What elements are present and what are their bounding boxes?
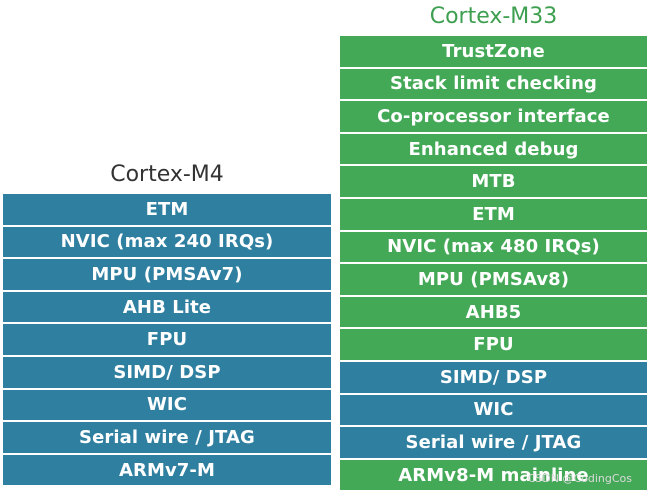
feature-block: ARMv7-M	[3, 454, 331, 486]
feature-block: Serial wire / JTAG	[3, 422, 331, 453]
feature-block: ETM	[3, 194, 331, 225]
feature-block: FPU	[3, 324, 331, 355]
feature-block: TrustZone	[340, 36, 647, 67]
feature-block: AHB5	[340, 296, 647, 328]
feature-block: NVIC (max 480 IRQs)	[340, 231, 647, 263]
feature-block: MPU (PMSAv7)	[3, 259, 331, 290]
feature-block: FPU	[340, 329, 647, 360]
cortex-m4-title: Cortex-M4	[110, 162, 224, 187]
feature-block: SIMD/ DSP	[340, 361, 647, 393]
feature-block: Co-processor interface	[340, 101, 647, 132]
watermark: CSDN @CodingCos	[527, 472, 632, 485]
feature-block: MTB	[340, 166, 647, 197]
feature-block: MPU (PMSAv8)	[340, 264, 647, 295]
cortex-m33-title: Cortex-M33	[429, 4, 558, 29]
feature-block: WIC	[3, 389, 331, 421]
feature-block: Serial wire / JTAG	[340, 427, 647, 458]
feature-block: Enhanced debug	[340, 133, 647, 165]
feature-block: AHB Lite	[3, 291, 331, 323]
feature-block: ETM	[340, 198, 647, 230]
feature-block: SIMD/ DSP	[3, 356, 331, 388]
feature-block: Stack limit checking	[340, 68, 647, 100]
feature-block: NVIC (max 240 IRQs)	[3, 226, 331, 258]
feature-block: WIC	[340, 394, 647, 426]
feature-block: ARMv8-M mainline	[340, 459, 647, 491]
